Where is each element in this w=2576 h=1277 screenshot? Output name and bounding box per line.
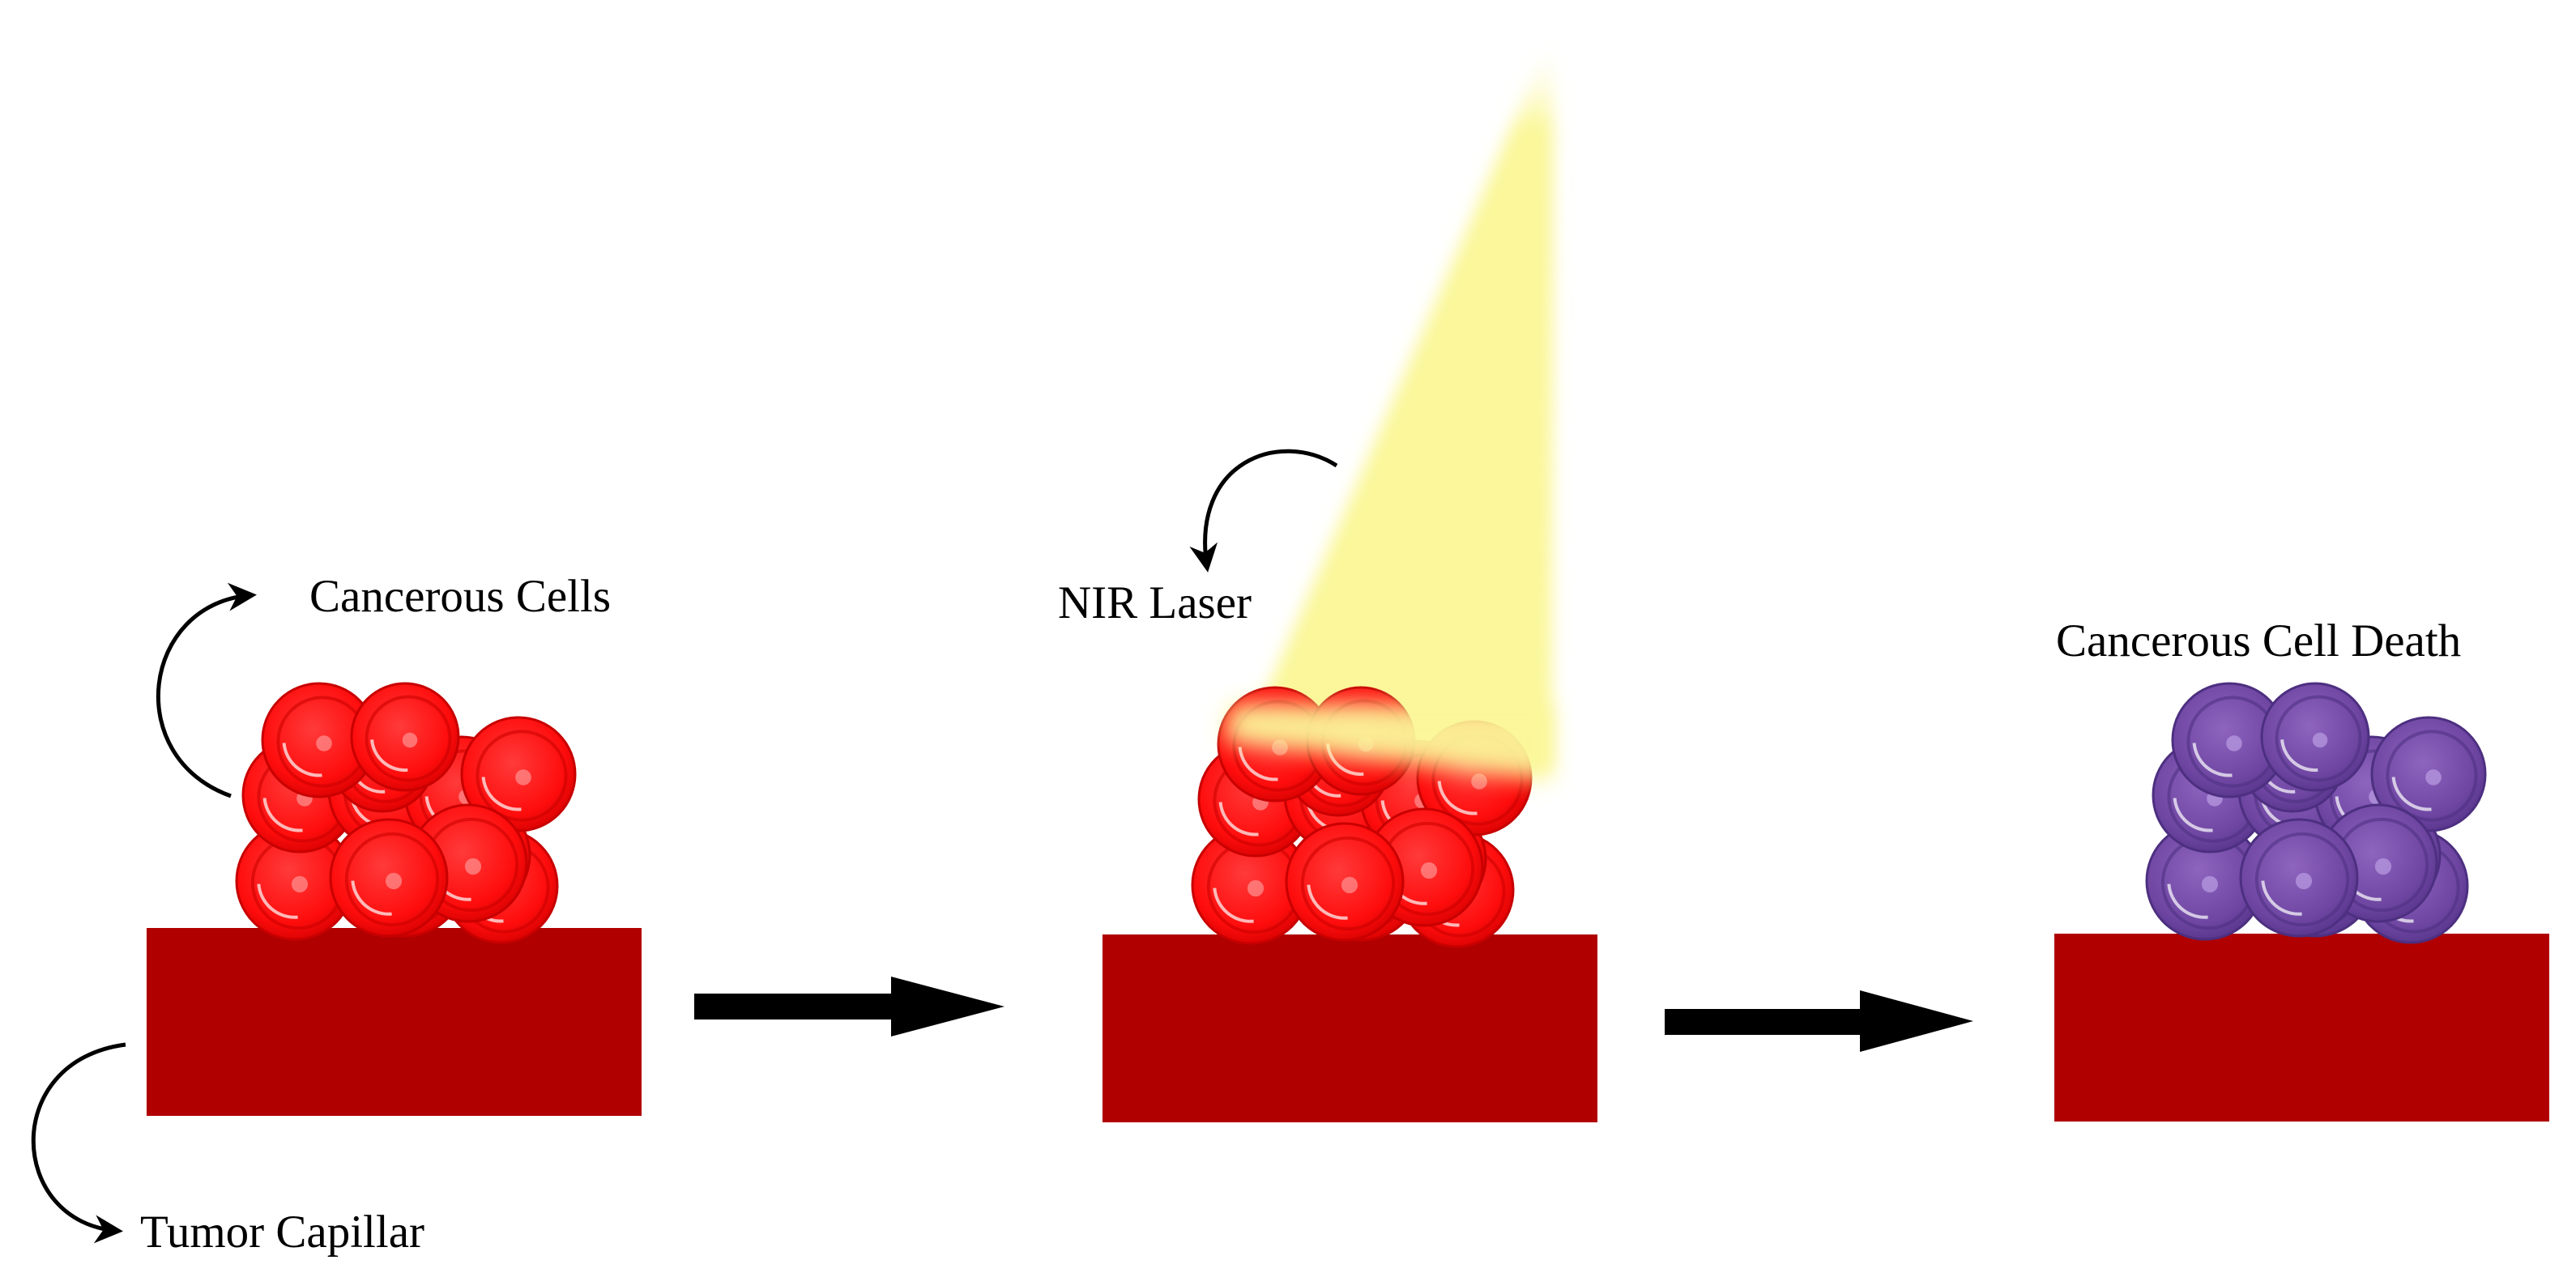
dead-cell-cluster xyxy=(2145,682,2487,944)
cell xyxy=(2370,716,2487,832)
cell xyxy=(460,716,577,832)
cell xyxy=(2260,682,2370,792)
cell xyxy=(329,818,449,938)
cell xyxy=(350,682,460,792)
cell xyxy=(2239,818,2359,938)
nir-laser-label: NIR Laser xyxy=(1058,577,1252,628)
tumor-capillary-right xyxy=(2054,934,2549,1122)
tumor-capillary-left xyxy=(147,928,642,1116)
process-arrow-2 xyxy=(1665,990,1973,1052)
tumor-capillary-middle xyxy=(1102,934,1597,1122)
nir-laser-pointer-arrow xyxy=(1189,449,1338,573)
cancerous-cell-death-label: Cancerous Cell Death xyxy=(2056,615,2461,666)
cancerous-cells-label: Cancerous Cells xyxy=(309,571,611,622)
cancerous-cells-pointer-arrow xyxy=(156,582,257,798)
tumor-capillar-label: Tumor Capillar xyxy=(140,1207,424,1258)
cell xyxy=(2171,682,2288,798)
tumor-capillar-pointer-arrow xyxy=(31,1042,126,1244)
laser-illumination-edge xyxy=(1223,704,1551,781)
cell xyxy=(1285,822,1405,942)
cancerous-cell-cluster xyxy=(235,682,577,944)
process-arrow-1 xyxy=(694,977,1004,1036)
nir-laser-beam xyxy=(1254,40,1554,771)
